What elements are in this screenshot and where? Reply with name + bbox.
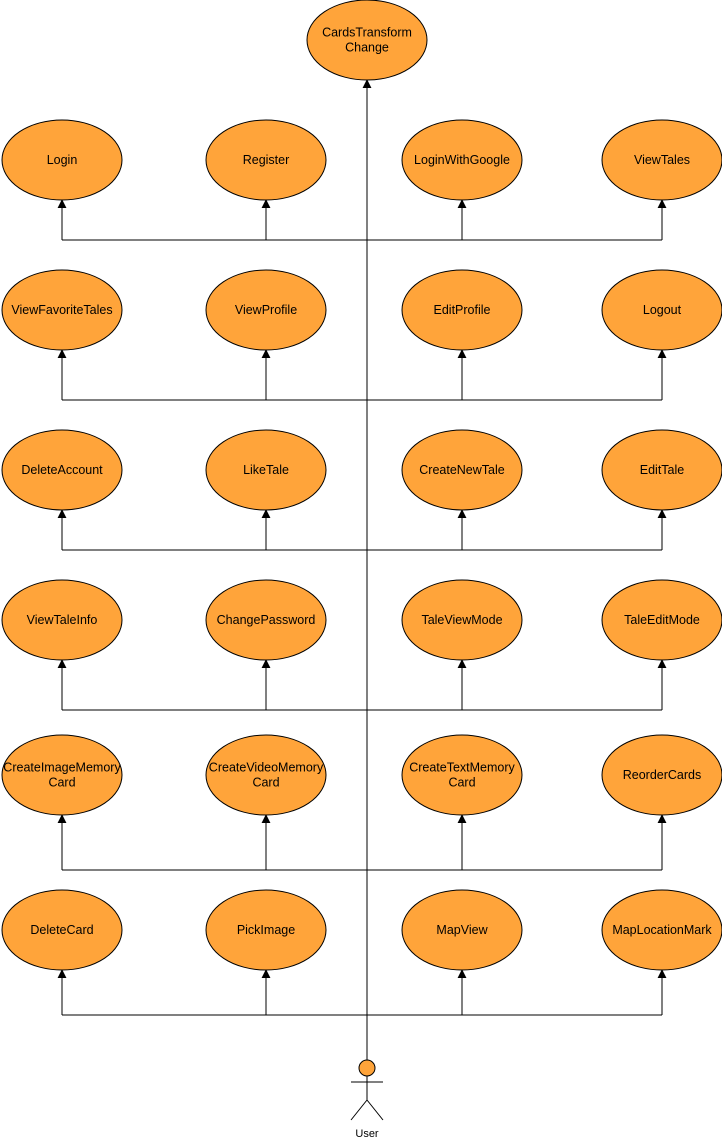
use-case-label: EditProfile	[434, 303, 491, 317]
use-case-label: Logout	[643, 303, 682, 317]
use-case-logout[interactable]: Logout	[601, 269, 722, 351]
use-case-change-password[interactable]: ChangePassword	[205, 579, 327, 661]
use-case-label: DeleteCard	[30, 923, 93, 937]
use-case-label: Login	[47, 153, 78, 167]
use-case-ellipse[interactable]	[1, 429, 123, 511]
use-case-ellipse[interactable]	[205, 889, 327, 971]
use-case-label: CreateVideoMemory	[209, 761, 324, 775]
use-case-edit-profile[interactable]: EditProfile	[401, 269, 523, 351]
use-case-label: PickImage	[237, 923, 295, 937]
use-case-label: MapLocationMark	[612, 923, 712, 937]
use-case-ellipse[interactable]	[1, 734, 123, 816]
use-case-ellipse[interactable]	[401, 269, 523, 351]
use-case-pick-image[interactable]: PickImage	[205, 889, 327, 971]
use-case-label: ReorderCards	[623, 768, 702, 782]
use-case-label: CardsTransform	[322, 26, 412, 40]
use-case-label: CreateTextMemory	[409, 761, 515, 775]
actor-label: User	[355, 1128, 379, 1140]
actor-user[interactable]: User	[350, 1059, 384, 1140]
use-case-label: Change	[345, 41, 389, 55]
use-case-edit-tale[interactable]: EditTale	[601, 429, 722, 511]
actor-right-leg	[366, 1099, 384, 1121]
use-case-label: ViewTales	[634, 153, 690, 167]
use-case-label: ViewTaleInfo	[27, 613, 98, 627]
use-case-label: Card	[48, 776, 75, 790]
use-case-label: ViewProfile	[235, 303, 297, 317]
use-case-label: CreateImageMemory	[3, 761, 121, 775]
use-case-reorder-cards[interactable]: ReorderCards	[601, 734, 722, 816]
use-case-map-view[interactable]: MapView	[401, 889, 523, 971]
use-case-ellipse[interactable]	[401, 429, 523, 511]
use-case-ellipse[interactable]	[1, 579, 123, 661]
use-case-label: DeleteAccount	[21, 463, 103, 477]
use-case-tale-edit-mode[interactable]: TaleEditMode	[601, 579, 722, 661]
use-case-ellipse[interactable]	[1, 269, 123, 351]
use-case-label: ViewFavoriteTales	[11, 303, 112, 317]
use-case-label: Card	[252, 776, 279, 790]
use-case-ellipse[interactable]	[306, 0, 428, 81]
use-case-ellipse[interactable]	[601, 734, 722, 816]
use-case-view-tale-info[interactable]: ViewTaleInfo	[1, 579, 123, 661]
use-case-label: Card	[448, 776, 475, 790]
use-case-label: ChangePassword	[217, 613, 316, 627]
use-case-map-location-mark[interactable]: MapLocationMark	[601, 889, 722, 971]
actor-head	[358, 1059, 376, 1077]
connector-lines	[57, 79, 667, 1060]
use-case-ellipse[interactable]	[1, 889, 123, 971]
use-case-tale-view-mode[interactable]: TaleViewMode	[401, 579, 523, 661]
use-case-login[interactable]: Login	[1, 119, 123, 201]
use-case-label: MapView	[436, 923, 488, 937]
use-case-login-with-google[interactable]: LoginWithGoogle	[401, 119, 523, 201]
use-case-ellipse[interactable]	[401, 579, 523, 661]
use-case-view-favorite-tales[interactable]: ViewFavoriteTales	[1, 269, 123, 351]
use-case-ellipse[interactable]	[205, 429, 327, 511]
use-case-ellipse[interactable]	[1, 119, 123, 201]
use-case-view-tales[interactable]: ViewTales	[601, 119, 722, 201]
use-case-view-profile[interactable]: ViewProfile	[205, 269, 327, 351]
use-case-ellipse[interactable]	[205, 269, 327, 351]
use-case-label: LikeTale	[243, 463, 289, 477]
use-case-register[interactable]: Register	[205, 119, 327, 201]
use-case-label: CreateNewTale	[419, 463, 505, 477]
use-case-label: EditTale	[640, 463, 685, 477]
use-case-ellipse[interactable]	[401, 734, 523, 816]
use-case-create-new-tale[interactable]: CreateNewTale	[401, 429, 523, 511]
actor-left-leg	[350, 1099, 368, 1121]
use-case-ellipse[interactable]	[401, 889, 523, 971]
use-case-ellipse[interactable]	[601, 579, 722, 661]
use-case-ellipse[interactable]	[205, 119, 327, 201]
use-case-delete-card[interactable]: DeleteCard	[1, 889, 123, 971]
use-case-ellipse[interactable]	[601, 269, 722, 351]
use-case-ellipse[interactable]	[601, 429, 722, 511]
use-case-ellipse[interactable]	[401, 119, 523, 201]
use-case-delete-account[interactable]: DeleteAccount	[1, 429, 123, 511]
use-case-like-tale[interactable]: LikeTale	[205, 429, 327, 511]
use-case-ellipse[interactable]	[205, 734, 327, 816]
use-case-label: TaleViewMode	[421, 613, 502, 627]
use-case-ellipse[interactable]	[601, 889, 722, 971]
use-case-ellipse[interactable]	[205, 579, 327, 661]
use-case-ellipse[interactable]	[601, 119, 722, 201]
use-case-label: TaleEditMode	[624, 613, 700, 627]
use-case-label: LoginWithGoogle	[414, 153, 510, 167]
use-case-label: Register	[243, 153, 290, 167]
